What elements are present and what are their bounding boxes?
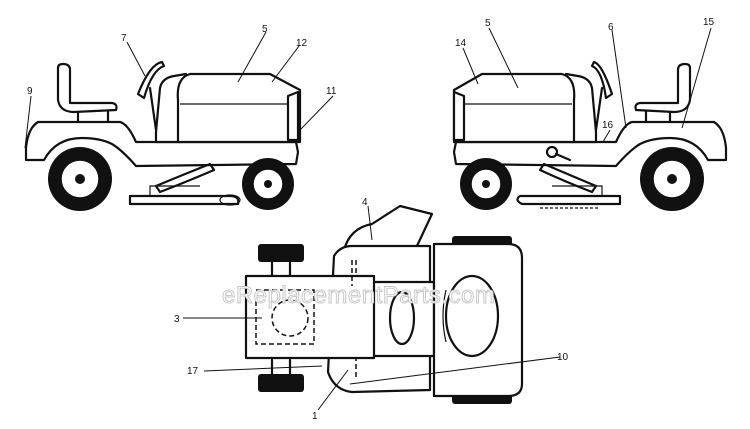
mower-side-view-left: [24, 60, 302, 211]
callout-11: 11: [326, 86, 337, 97]
leader-lines: [24, 27, 712, 411]
callout-7: 7: [121, 33, 127, 44]
callout-14: 14: [455, 38, 467, 49]
callout-9: 9: [27, 86, 33, 97]
callout-5-left: 5: [262, 24, 268, 35]
callout-17: 17: [187, 366, 199, 377]
callout-15: 15: [703, 17, 715, 28]
watermark: eReplacementParts.com: [222, 282, 495, 309]
callout-4: 4: [362, 197, 368, 208]
callout-12: 12: [296, 38, 308, 49]
callout-labels: 7 5 12 9 11 5 14 6 15 16 4 3 17 10 1: [27, 17, 715, 422]
callout-6: 6: [608, 22, 614, 33]
callout-1: 1: [312, 411, 318, 422]
mower-top-view: [244, 204, 524, 404]
callout-3: 3: [174, 314, 180, 325]
callout-16: 16: [602, 120, 614, 131]
mower-side-view-right: [452, 60, 728, 211]
callout-10: 10: [557, 352, 569, 363]
callout-5-right: 5: [485, 18, 491, 29]
